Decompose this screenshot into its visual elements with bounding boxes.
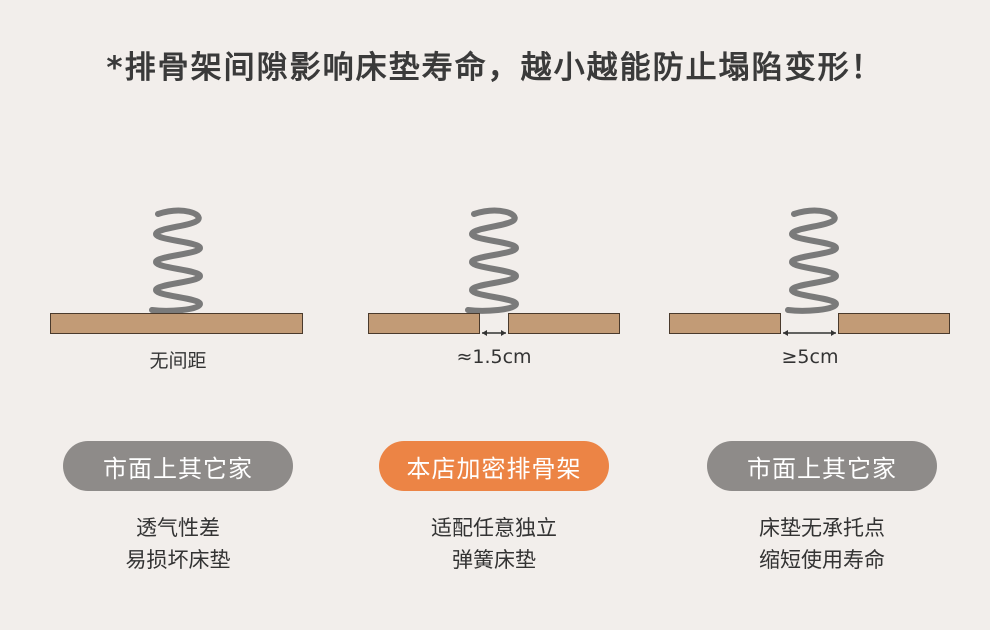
- gap-label: ≥5cm: [781, 346, 839, 368]
- gap-arrow-icon: [783, 330, 836, 336]
- description: 适配任意独立 弹簧床垫: [364, 512, 624, 576]
- badge-competitor: 市面上其它家: [707, 441, 937, 491]
- description-line-1: 透气性差: [136, 516, 220, 540]
- description-line-1: 适配任意独立: [431, 516, 557, 540]
- spring-icon: [785, 207, 840, 314]
- description-line-1: 床垫无承托点: [759, 516, 885, 540]
- description: 床垫无承托点 缩短使用寿命: [692, 512, 952, 576]
- gap-label: 无间距: [149, 350, 207, 372]
- headline: *排骨架间隙影响床垫寿命，越小越能防止塌陷变形！: [106, 50, 884, 86]
- badge-our-store: 本店加密排骨架: [379, 441, 609, 491]
- slat-board: [50, 313, 303, 334]
- slat-board-right: [838, 313, 950, 334]
- spring-icon: [149, 207, 204, 314]
- description-line-2: 弹簧床垫: [452, 548, 536, 572]
- description: 透气性差 易损坏床垫: [48, 512, 308, 576]
- gap-label: ≈1.5cm: [456, 346, 532, 368]
- slat-board-left: [669, 313, 781, 334]
- gap-arrow-icon: [482, 330, 506, 336]
- badge-competitor: 市面上其它家: [63, 441, 293, 491]
- slat-board-right: [508, 313, 620, 334]
- spring-icon: [465, 207, 520, 314]
- description-line-2: 易损坏床垫: [125, 548, 231, 572]
- slat-board-left: [368, 313, 480, 334]
- description-line-2: 缩短使用寿命: [759, 548, 885, 572]
